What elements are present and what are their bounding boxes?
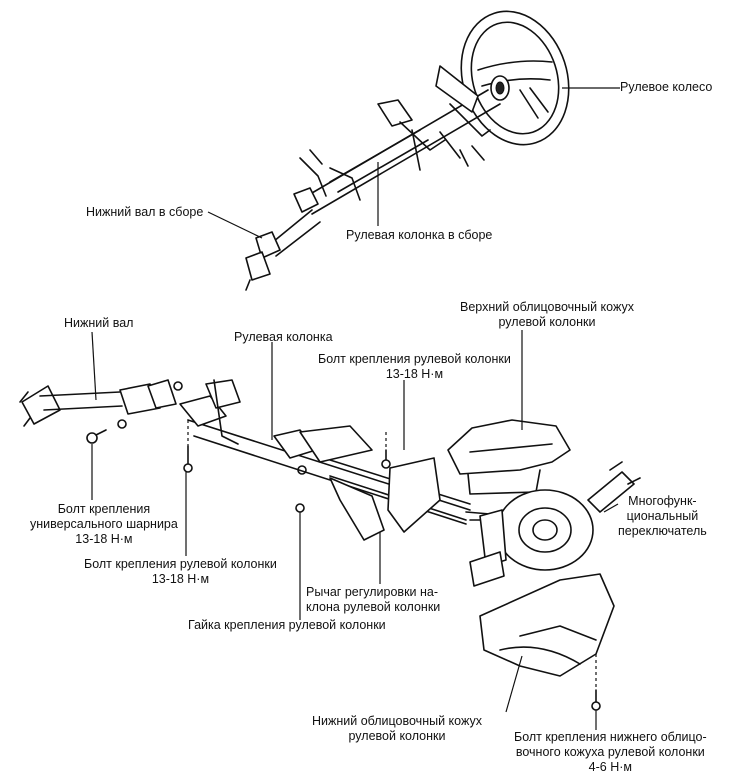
lower-cover-drawing — [479, 573, 615, 677]
leader-lines — [91, 87, 620, 730]
label-upper-cover: Верхний облицовочный кожух рулевой колон… — [460, 300, 634, 329]
ujoint-bolt-drawing — [86, 419, 127, 444]
steering-column-drawing — [179, 379, 491, 541]
steering-wheel-drawing — [460, 10, 570, 146]
label-lower-shaft-assembly: Нижний вал в сборе — [86, 205, 204, 219]
multifunction-switch-drawing — [469, 461, 641, 587]
column-bolt-drawing — [183, 420, 391, 513]
label-lower-shaft: Нижний вал — [64, 316, 134, 330]
label-steering-column-assembly: Рулевая колонка в сборе — [346, 228, 493, 242]
column-assembly-drawing — [245, 65, 501, 291]
label-steering-wheel: Рулевое колесо — [620, 80, 713, 94]
lower-cover-bolt-drawing — [591, 654, 601, 711]
lower-shaft-drawing — [19, 379, 183, 427]
label-column-bolt-top: Болт крепления рулевой колонки 13-18 Н·м — [318, 352, 511, 381]
upper-cover-drawing — [447, 419, 571, 495]
label-multifunction-switch: Многофунк- циональный переключатель — [618, 494, 707, 538]
label-ujoint-bolt: Болт крепления универсального шарнира 13… — [30, 502, 178, 546]
label-column-nut: Гайка крепления рулевой колонки — [188, 618, 386, 632]
label-lower-cover: Нижний облицовочный кожух рулевой колонк… — [312, 714, 482, 743]
label-column-bolt-bottom: Болт крепления рулевой колонки 13-18 Н·м — [84, 557, 277, 586]
label-lower-cover-bolt: Болт крепления нижнего облицо- вочного к… — [514, 730, 707, 774]
label-tilt-lever: Рычаг регулировки на- клона рулевой коло… — [306, 585, 441, 614]
label-steering-column: Рулевая колонка — [234, 330, 333, 344]
